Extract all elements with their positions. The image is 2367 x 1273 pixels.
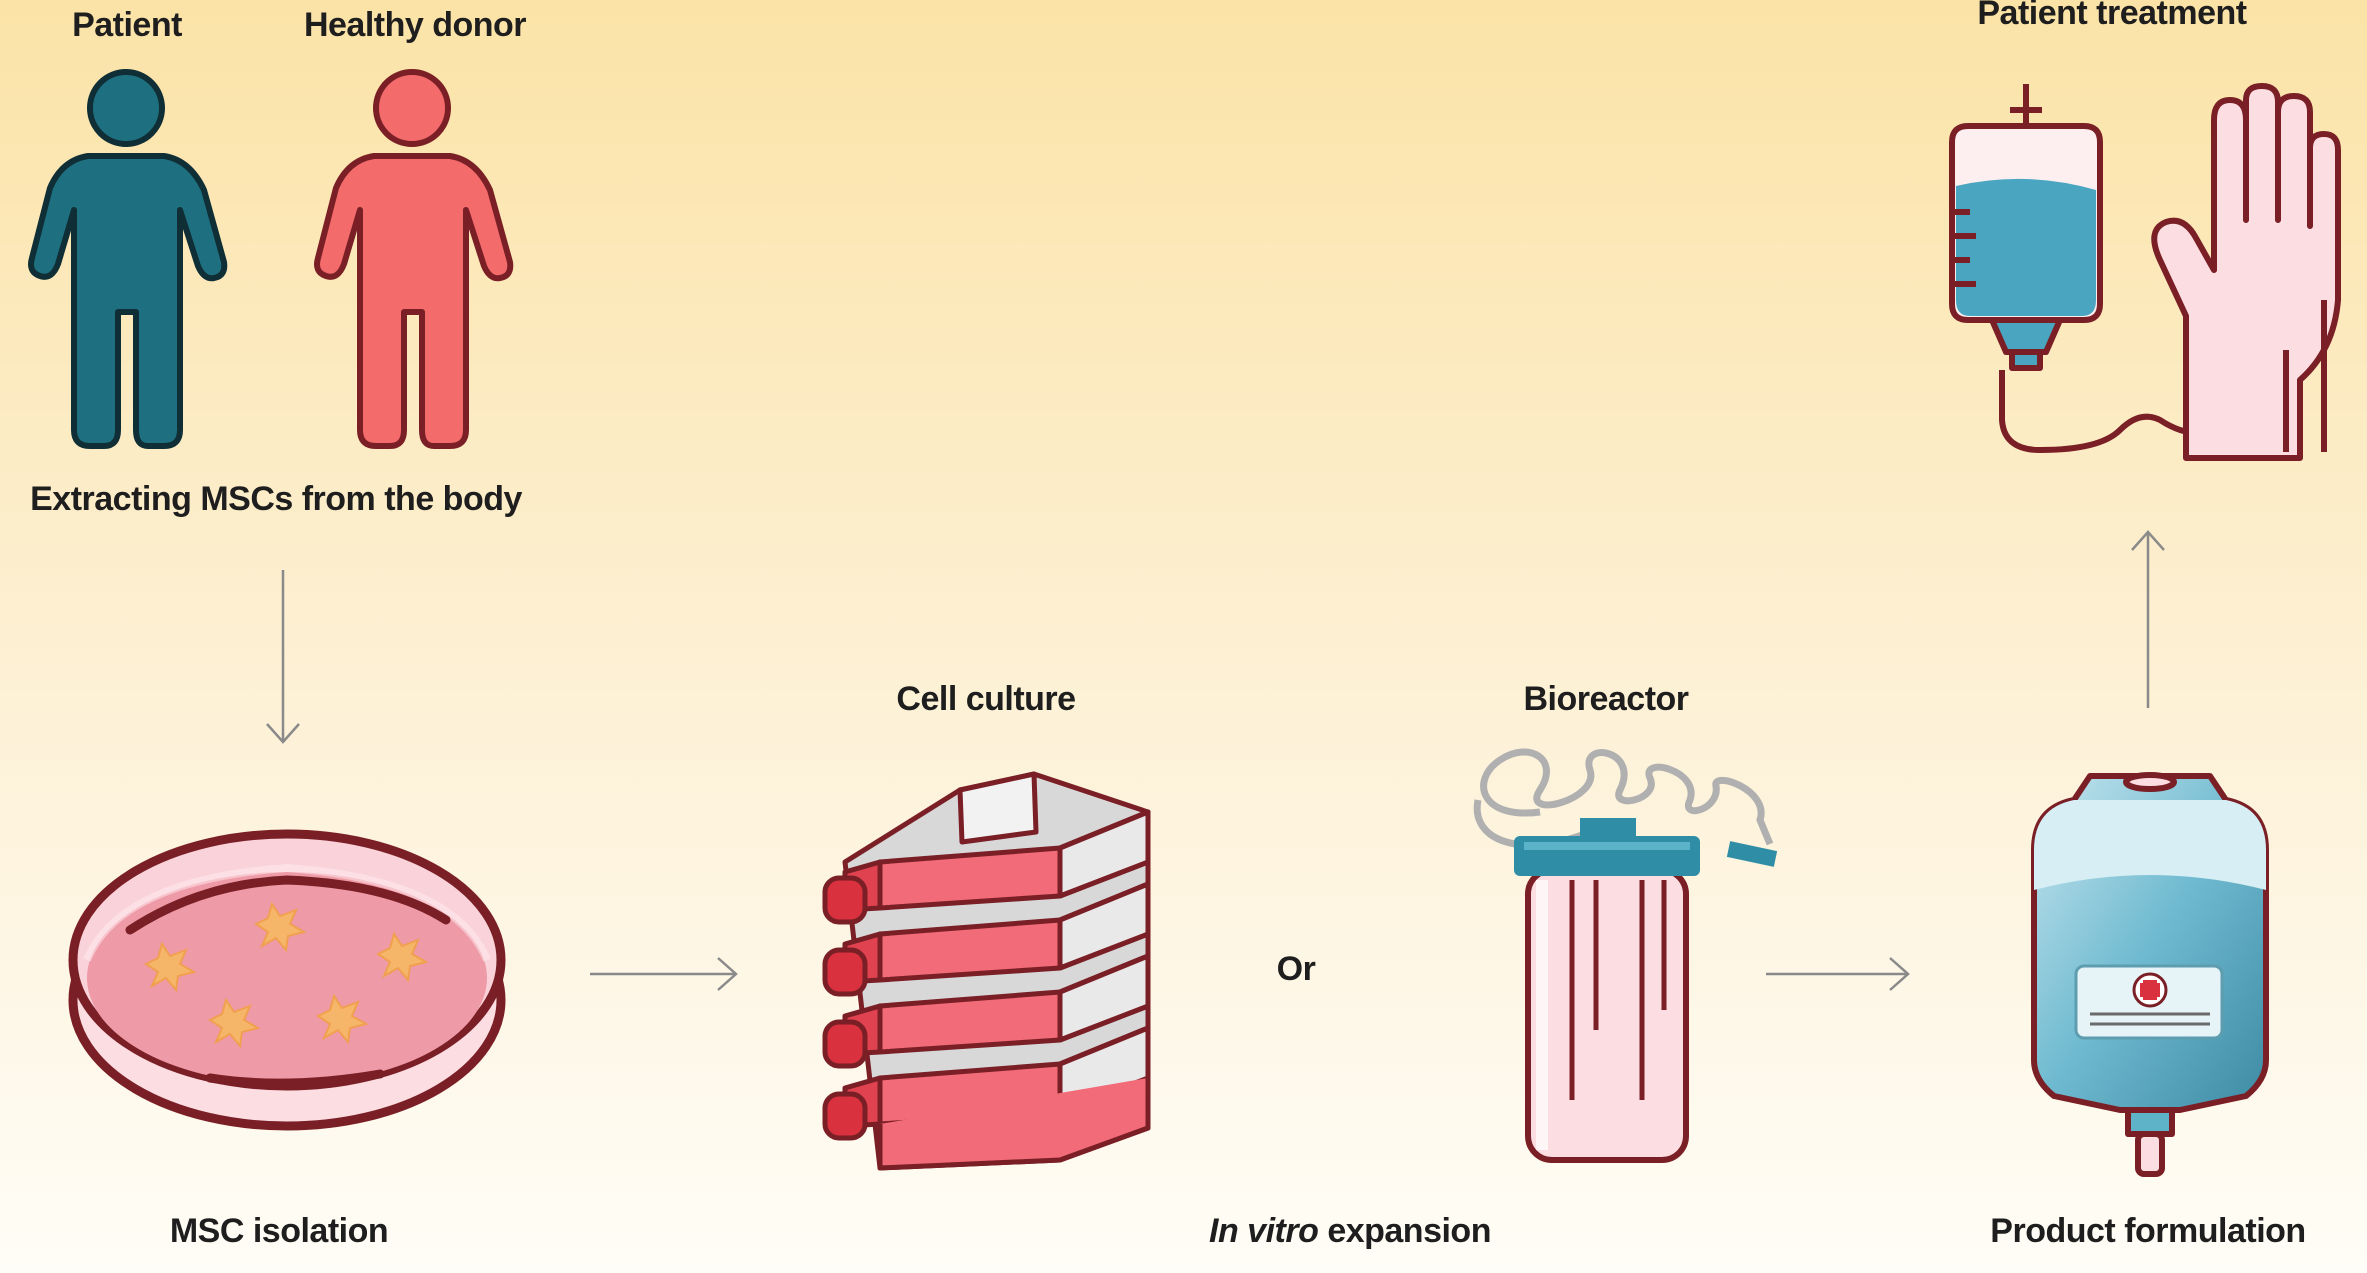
label-extracting: Extracting MSCs from the body <box>30 480 522 518</box>
arrow-up-icon <box>2131 530 2165 708</box>
arrow-down-icon <box>266 570 300 744</box>
label-msc-isolation: MSC isolation <box>169 1212 389 1250</box>
iv-drip-icon <box>1949 84 2221 453</box>
iv-bag-icon <box>2031 772 2269 1177</box>
healthy-donor-figure-icon <box>314 69 514 449</box>
patient-figure-icon <box>28 69 228 449</box>
label-product-formulation: Product formulation <box>1990 1212 2306 1250</box>
label-in-vitro-expansion: In vitro expansion <box>1209 1212 1491 1251</box>
petri-dish-icon <box>68 829 506 1131</box>
label-expansion: expansion <box>1318 1212 1491 1250</box>
arrow-right-icon <box>1766 957 1910 991</box>
label-patient: Patient <box>72 6 182 44</box>
label-cell-culture: Cell culture <box>896 680 1076 718</box>
hand-icon <box>2151 83 2341 461</box>
label-patient-treatment: Patient treatment <box>1977 0 2247 32</box>
arrow-right-icon <box>590 957 738 991</box>
bioreactor-icon <box>1473 748 1778 1163</box>
cell-culture-flasks-icon <box>822 771 1151 1171</box>
label-in-vitro-italic: In vitro <box>1209 1212 1319 1250</box>
label-or: Or <box>1276 950 1316 988</box>
label-bioreactor: Bioreactor <box>1523 680 1689 718</box>
label-healthy-donor: Healthy donor <box>303 6 527 44</box>
